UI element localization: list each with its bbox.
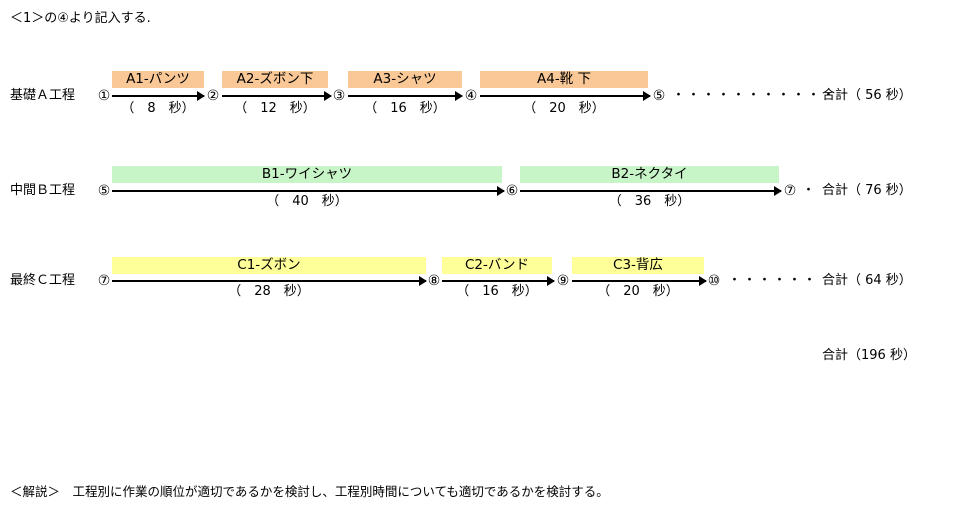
arrow-a2 bbox=[222, 91, 332, 101]
node-a-3: ③ bbox=[332, 88, 346, 104]
arrow-c1 bbox=[112, 276, 427, 286]
row-label-a: 基礎Ａ工程 bbox=[10, 88, 76, 103]
node-c-7: ⑦ bbox=[97, 273, 111, 289]
arrow-b1 bbox=[112, 186, 505, 196]
task-a2-box: A2-ズボン下 bbox=[222, 71, 328, 88]
node-c-9: ⑨ bbox=[556, 273, 570, 289]
total-b: 合計（ 76 秒） bbox=[822, 183, 912, 198]
node-a-4: ④ bbox=[464, 88, 478, 104]
node-a-1: ① bbox=[97, 88, 111, 104]
task-a3-box: A3-シャツ bbox=[348, 71, 462, 88]
node-a-5: ⑤ bbox=[652, 88, 666, 104]
arrow-a1 bbox=[112, 91, 205, 101]
task-b2-duration: （ 36 秒） bbox=[608, 194, 691, 209]
task-a1-duration: （ 8 秒） bbox=[121, 101, 195, 116]
node-c-10: ⑩ bbox=[707, 273, 721, 289]
footer-note: ＜解説＞ 工程別に作業の順位が適切であるかを検討し、工程別時間についても適切であ… bbox=[10, 484, 609, 499]
node-c-8: ⑧ bbox=[427, 273, 441, 289]
arrow-c2 bbox=[442, 276, 555, 286]
arrow-b2 bbox=[520, 186, 782, 196]
total-a: 合計（ 56 秒） bbox=[822, 88, 912, 103]
task-c3-box: C3-背広 bbox=[572, 257, 704, 274]
task-a1-box: A1-パンツ bbox=[112, 71, 204, 88]
task-b1-duration: （ 40 秒） bbox=[266, 194, 348, 209]
grand-total: 合計（196 秒） bbox=[822, 348, 916, 363]
task-c2-box: C2-バンド bbox=[442, 257, 552, 274]
node-b-5: ⑤ bbox=[97, 183, 111, 199]
node-b-6: ⑥ bbox=[505, 183, 519, 199]
dots-a: ・・・・・・・・・・・ bbox=[672, 88, 838, 103]
task-c1-box: C1-ズボン bbox=[112, 257, 426, 274]
task-c3-duration: （ 20 秒） bbox=[597, 284, 679, 299]
dots-c: ・・・・・・ bbox=[728, 273, 819, 288]
task-a4-duration: （ 20 秒） bbox=[523, 101, 605, 116]
task-b1-box: B1-ワイシャツ bbox=[112, 166, 502, 183]
task-a3-duration: （ 16 秒） bbox=[364, 101, 446, 116]
task-b2-box: B2-ネクタイ bbox=[520, 166, 779, 183]
task-a2-duration: （ 12 秒） bbox=[234, 101, 316, 116]
node-b-7: ⑦ bbox=[783, 183, 797, 199]
row-label-b: 中間Ｂ工程 bbox=[10, 183, 76, 198]
header-note: ＜1＞の④より記入する. bbox=[10, 11, 151, 26]
arrow-c3 bbox=[572, 276, 707, 286]
arrow-a4 bbox=[480, 91, 651, 101]
task-c1-duration: （ 28 秒） bbox=[228, 284, 310, 299]
total-c: 合計（ 64 秒） bbox=[822, 273, 912, 288]
dots-b: ・ bbox=[802, 183, 818, 198]
node-a-2: ② bbox=[206, 88, 220, 104]
task-c2-duration: （ 16 秒） bbox=[456, 284, 538, 299]
row-label-c: 最終Ｃ工程 bbox=[10, 273, 76, 288]
arrow-a3 bbox=[348, 91, 463, 101]
task-a4-box: A4-靴 下 bbox=[480, 71, 648, 88]
